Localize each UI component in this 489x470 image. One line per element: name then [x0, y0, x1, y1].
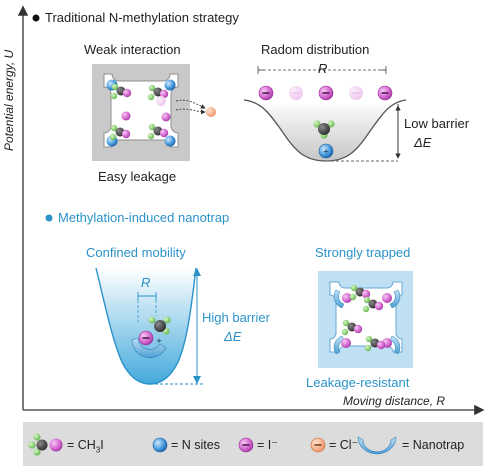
legend-iodide-label: = I⁻	[257, 438, 278, 452]
random-distribution-caption: Radom distribution	[261, 42, 370, 57]
deep-energy-well: +	[95, 267, 204, 385]
y-axis-label: Potential energy, U	[2, 49, 16, 151]
low-barrier-label: Low barrier	[404, 116, 470, 131]
section1-title: Traditional N-methylation strategy	[45, 10, 239, 25]
strongly-trapped-caption: Strongly trapped	[315, 245, 411, 260]
confined-r-label: R	[141, 275, 151, 290]
section2-bullet	[45, 214, 53, 222]
framework-weak-interaction	[92, 64, 216, 161]
weak-interaction-caption: Weak interaction	[84, 42, 181, 57]
legend-icons	[28, 433, 397, 456]
high-barrier-label: High barrier	[202, 310, 270, 325]
x-axis-label: Moving distance, R	[343, 394, 446, 408]
distance-r-label: R	[318, 61, 328, 76]
section2-title: Methylation-induced nanotrap	[58, 210, 230, 225]
high-barrier-delta-e: ΔE	[224, 329, 242, 344]
legend-chloride-label: = Cl⁻	[329, 438, 359, 452]
legend-ch3i-label: = CH3I	[67, 438, 104, 455]
easy-leakage-caption: Easy leakage	[98, 169, 177, 184]
section1-bullet	[32, 14, 40, 22]
shallow-energy-well: +	[243, 66, 407, 162]
svg-text:+: +	[156, 336, 161, 346]
confined-mobility-caption: Confined mobility	[86, 245, 186, 260]
low-barrier-delta-e: ΔE	[414, 135, 432, 150]
framework-strongly-trapped	[318, 271, 413, 368]
legend-nanotrap-label: = Nanotrap	[402, 438, 465, 452]
leakage-resistant-caption: Leakage-resistant	[306, 375, 410, 390]
legend-n-sites-label: = N sites	[171, 438, 220, 452]
svg-text:+: +	[323, 147, 328, 157]
